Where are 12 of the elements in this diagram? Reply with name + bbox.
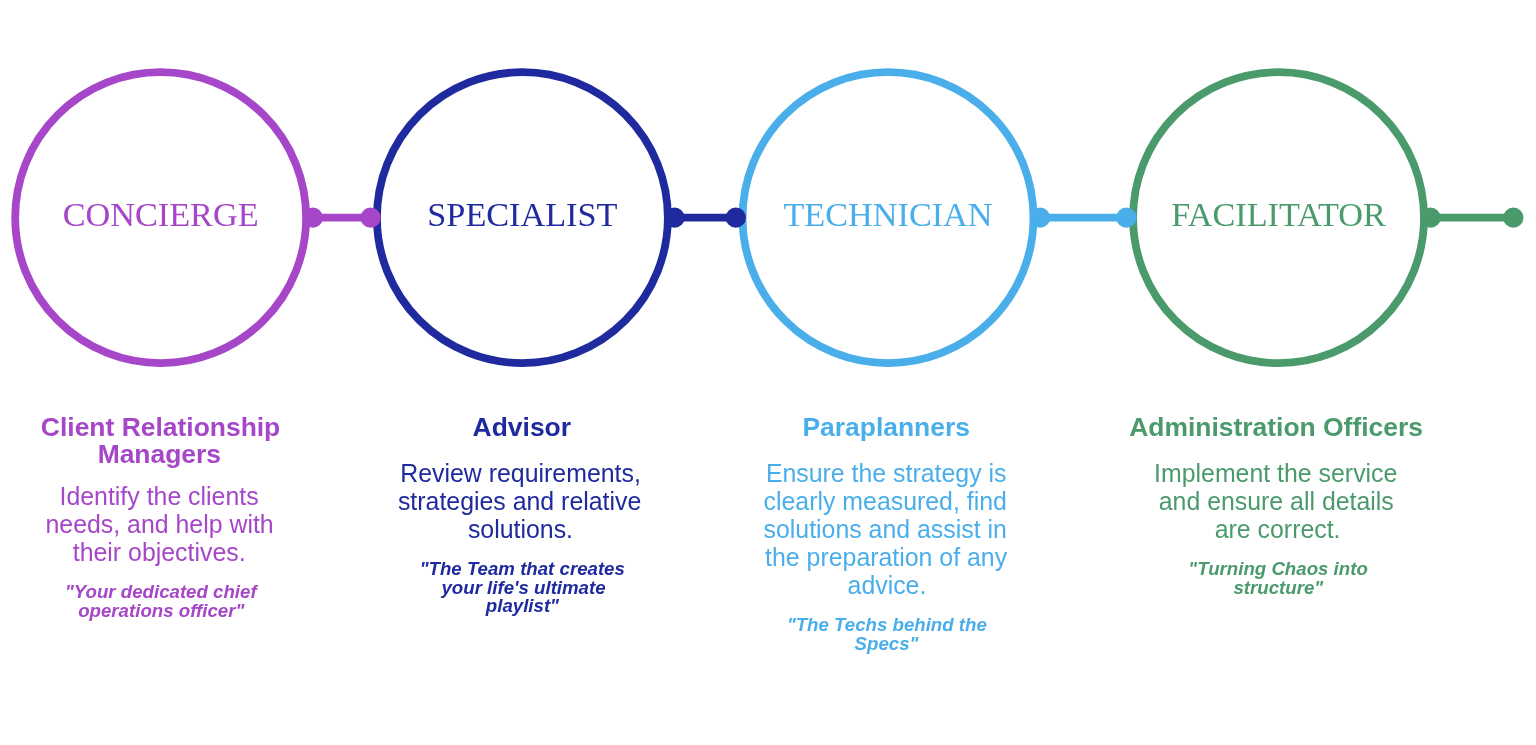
- node-label: "Your dedicated chief operations officer": [64, 581, 257, 621]
- node-label: Advisor: [472, 412, 572, 443]
- node-label: Client Relationship Managers: [40, 412, 281, 469]
- node-label: Ensure the strategy is clearly measured, find solutions and assist in the preparation of any advice.: [763, 458, 1008, 599]
- node-label: "Turning Chaos into structure": [1188, 557, 1368, 598]
- node-label: Administration Officers: [1129, 412, 1423, 443]
- node-label: Paraplanners: [802, 412, 970, 443]
- node-label: Identify the clients needs, and help with their objectives.: [45, 482, 274, 567]
- node-label: Review requirements, strategies and relative solutions.: [397, 458, 642, 543]
- node-label: "The Techs behind the Specs": [786, 613, 987, 654]
- node-label: Implement the service and ensure all details are correct.: [1154, 458, 1398, 543]
- node-label: "The Team that creates your life's ultimate playlist": [419, 557, 625, 617]
